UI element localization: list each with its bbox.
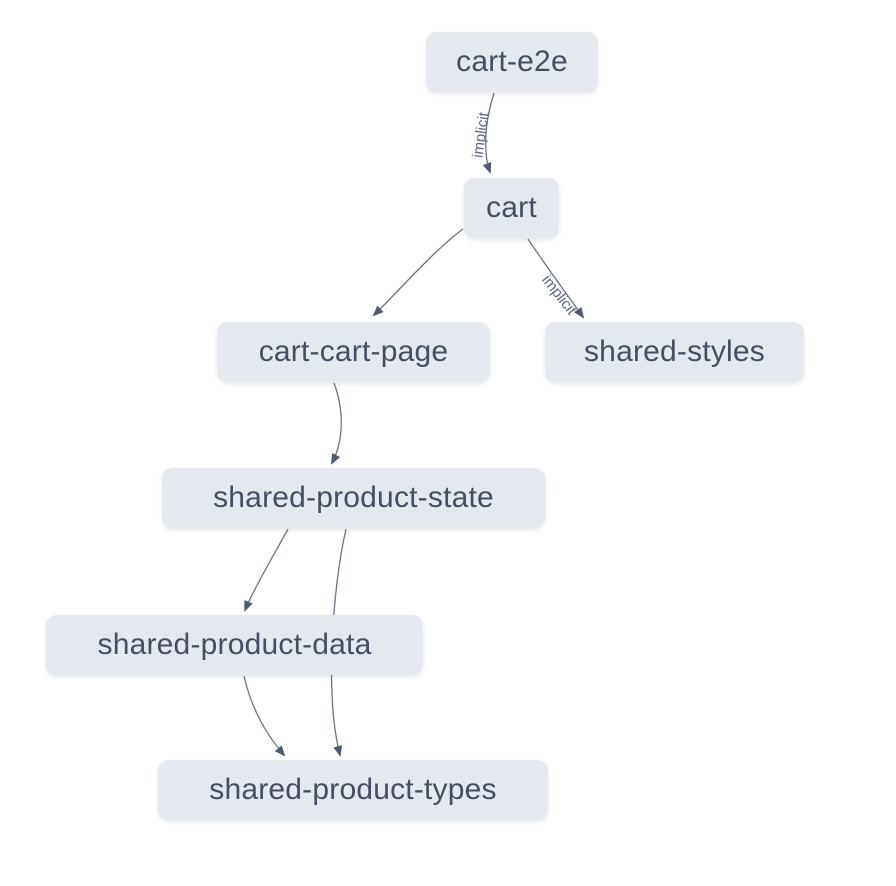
node-label: cart-e2e — [456, 45, 568, 78]
edge-cart-to-shared-styles — [527, 238, 585, 319]
graph-node-shared-product-state[interactable]: shared-product-state — [162, 468, 545, 528]
edge-shared-product-data-to-shared-product-types — [243, 675, 286, 757]
graph-node-shared-product-data[interactable]: shared-product-data — [46, 615, 423, 675]
node-label: cart-cart-page — [258, 335, 449, 368]
graph-node-cart-e2e[interactable]: cart-e2e — [426, 32, 598, 92]
graph-node-shared-product-types[interactable]: shared-product-types — [158, 760, 548, 820]
edge-cart-e2e-to-cart — [482, 92, 495, 174]
graph-node-shared-styles[interactable]: shared-styles — [545, 322, 804, 382]
edge-label-implicit-shared-styles: implicit — [538, 272, 580, 319]
edge-cart-to-cart-cart-page — [372, 228, 464, 317]
node-label: shared-styles — [583, 335, 765, 368]
edge-cart-cart-page-to-shared-product-state — [331, 382, 342, 465]
edge-shared-product-state-to-shared-product-data — [244, 528, 289, 612]
node-label: shared-product-types — [209, 773, 497, 806]
node-label: cart — [486, 191, 537, 224]
graph-node-cart[interactable]: cart — [464, 178, 559, 238]
edge-label-implicit-cart-e2e: implicit — [469, 110, 492, 159]
node-label: shared-product-data — [97, 628, 372, 661]
graph-node-cart-cart-page[interactable]: cart-cart-page — [217, 322, 490, 382]
node-label: shared-product-state — [213, 481, 494, 514]
